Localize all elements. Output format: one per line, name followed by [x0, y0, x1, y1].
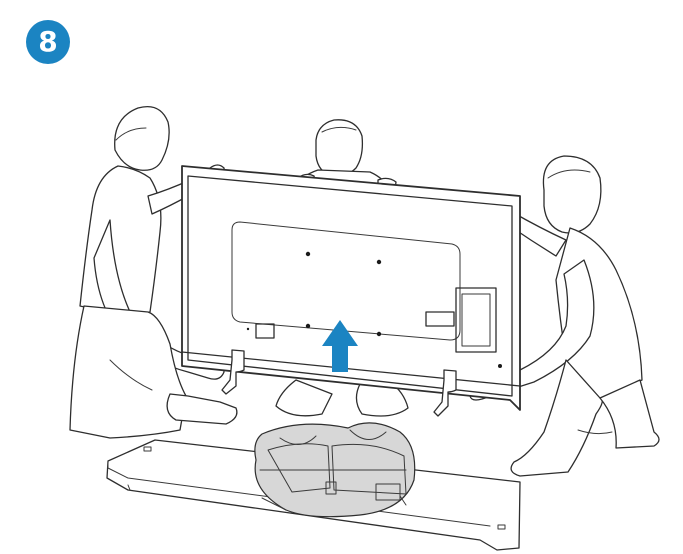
packing-foam-tray-icon: [255, 423, 415, 517]
